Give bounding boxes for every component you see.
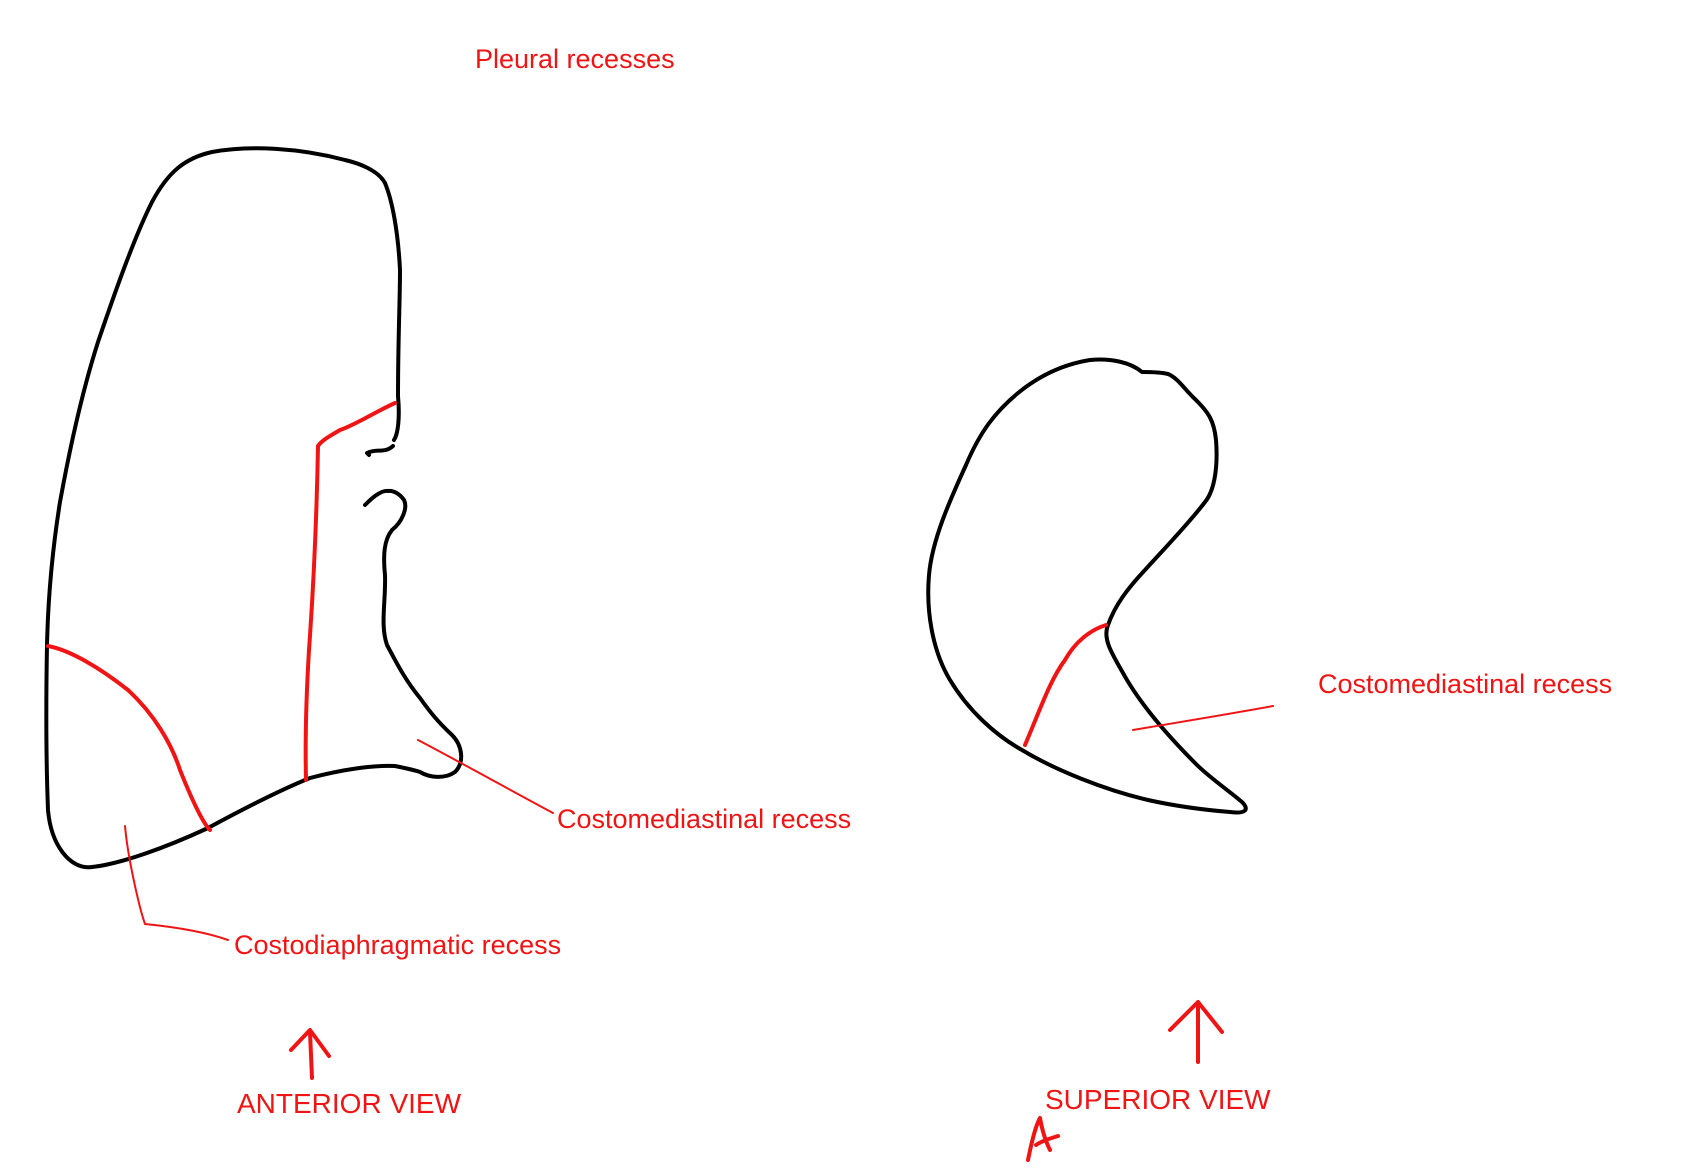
view-arrows — [289, 1000, 1224, 1080]
costodiaphragmatic-label: Costodiaphragmatic recess — [234, 930, 562, 960]
superior-costomediastinal-boundary-line — [1023, 623, 1108, 747]
costodiaphragmatic-leader-line — [124, 825, 229, 941]
superior-costomediastinal-leader-line — [1132, 705, 1274, 731]
scribble-stroke — [1026, 1116, 1060, 1162]
page-title: Pleural recesses — [475, 44, 675, 74]
superior-lung-contour — [926, 357, 1248, 815]
anterior-lung-main-contour — [44, 146, 464, 870]
superior-lung-outline — [926, 357, 1248, 815]
anterior-arrow-head — [289, 1028, 331, 1058]
anterior-view-label: ANTERIOR VIEW — [237, 1088, 462, 1119]
pen-scribble — [1026, 1116, 1060, 1162]
costodiaphragmatic-boundary-line — [46, 644, 212, 832]
costomediastinal-boundary-line — [303, 401, 397, 782]
anterior-lung-outline — [44, 146, 464, 870]
superior-costomediastinal-label: Costomediastinal recess — [1318, 669, 1613, 699]
anterior-annotations — [46, 401, 397, 832]
superior-view-label: SUPERIOR VIEW — [1045, 1084, 1271, 1115]
anterior-view-arrow — [289, 1028, 331, 1080]
superior-view-arrow — [1168, 1000, 1224, 1064]
costomediastinal-leader-line — [417, 739, 554, 814]
superior-annotations — [1023, 623, 1108, 747]
anterior-arrow-shaft — [308, 1030, 314, 1080]
superior-arrow-head — [1168, 1000, 1224, 1034]
superior-leader-lines — [1132, 705, 1274, 731]
anterior-costomediastinal-label: Costomediastinal recess — [557, 804, 852, 834]
anterior-leader-lines — [124, 739, 554, 941]
